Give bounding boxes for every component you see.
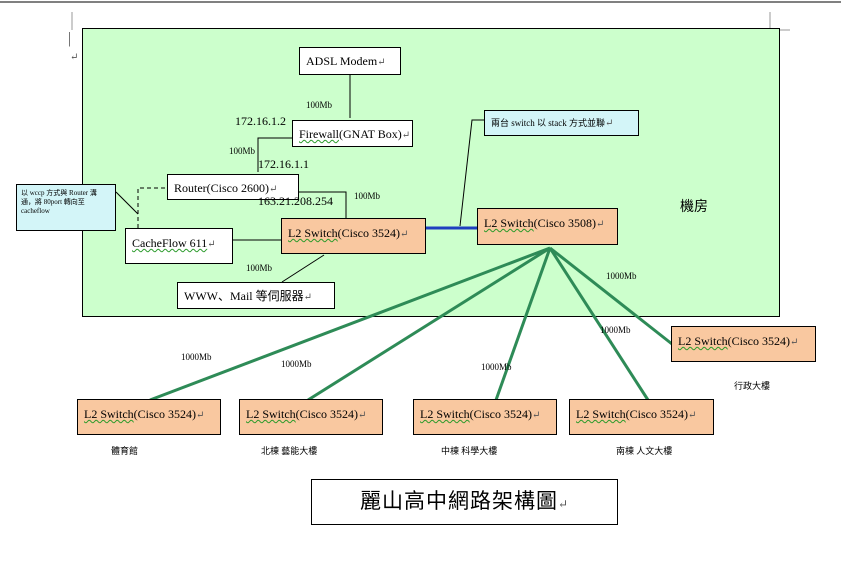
building-label-b4: 南棟 人文大樓 (616, 446, 673, 456)
router-node[interactable]: Router(Cisco 2600)↵ (167, 174, 299, 200)
www-mail-server-label: WWW、Mail 等伺服器 (184, 289, 304, 303)
stack-callout: 兩台 switch 以 stack 方式並聯↵ (484, 110, 639, 136)
paragraph-mark: ↵ (790, 337, 799, 348)
adsl-modem-node[interactable]: ADSL Modem↵ (299, 47, 401, 75)
link-firewall-router (257, 137, 300, 172)
paragraph-mark: ↵ (532, 410, 541, 421)
link-label-to-b1: 1000Mb (181, 352, 212, 362)
link-l2core-www (281, 254, 325, 283)
link-label-to-b4: 1000Mb (600, 325, 631, 335)
l2-switch-b4[interactable]: L2 Switch(Cisco 3524)↵ (569, 399, 714, 435)
paragraph-mark: ↵ (605, 118, 614, 129)
building-label-b1: 體育館 (111, 446, 139, 456)
wccp-callout-line-3: cacheflow (21, 207, 50, 216)
paragraph-mark: ↵ (377, 57, 386, 68)
link-label-to-admin: 1000Mb (606, 271, 637, 281)
link-cacheflow-router (137, 187, 168, 228)
www-mail-server-node[interactable]: WWW、Mail 等伺服器↵ (177, 282, 335, 309)
paragraph-mark: ↵ (401, 130, 411, 141)
link-core-b1 (149, 246, 551, 402)
text-cursor[interactable]: | (68, 30, 72, 47)
paragraph-mark: ↵ (400, 229, 409, 240)
l2-switch-label: L2 Switch (84, 407, 134, 421)
link-core-b2 (307, 246, 551, 402)
switch-model-label: (Cisco 3524) (469, 407, 532, 421)
link-label-adsl-firewall: 100Mb (306, 100, 333, 110)
l2-switch-b1[interactable]: L2 Switch(Cisco 3524)↵ (77, 399, 221, 435)
adsl-modem-label: ADSL Modem (306, 54, 378, 68)
paragraph-mark: ↵ (303, 292, 313, 303)
l2-switch-b3[interactable]: L2 Switch(Cisco 3524)↵ (413, 399, 557, 435)
wccp-callout-pointer (115, 191, 139, 215)
paragraph-mark: ↵ (596, 219, 605, 230)
cacheflow-node[interactable]: CacheFlow 611↵ (125, 228, 233, 264)
firewall-node[interactable]: Firewall(GNAT Box)↵ (292, 120, 413, 147)
machine-room-label: 機房 (680, 200, 708, 215)
diagram-title-text: 麗山高中網路架構圖 (359, 489, 558, 513)
link-label-firewall-router: 100Mb (229, 146, 256, 156)
l2-switch-core-3524[interactable]: L2 Switch(Cisco 3524)↵ (281, 218, 426, 254)
link-label-to-b3: 1000Mb (481, 362, 512, 372)
switch-model-label: (Cisco 3524) (625, 407, 688, 421)
diagram-title: 麗山高中網路架構圖↵ (311, 479, 618, 525)
router-label: Router(Cisco 2600) (174, 181, 269, 195)
firewall-model-label: (GNAT Box) (339, 127, 402, 141)
paragraph-mark: ↵ (557, 497, 570, 511)
l2-switch-b2[interactable]: L2 Switch(Cisco 3524)↵ (239, 399, 383, 435)
switch-model-label: (Cisco 3524) (295, 407, 358, 421)
paragraph-mark: ↵ (269, 184, 278, 195)
machine-room-area (82, 28, 780, 317)
l2-switch-label: L2 Switch (678, 334, 728, 348)
link-core-b3 (494, 247, 552, 401)
firewall-label: Firewall (299, 127, 339, 141)
cacheflow-label: CacheFlow 611 (132, 236, 208, 250)
stack-callout-text: 兩台 switch 以 stack 方式並聯 (491, 118, 605, 128)
paragraph-mark: ↵ (70, 52, 79, 63)
wccp-callout: 以 wccp 方式與 Router 溝 通，將 80port 轉向至 cache… (16, 184, 116, 231)
ip-label-router-inside: 172.16.1.1 (258, 157, 309, 171)
l2-switch-label: L2 Switch (420, 407, 470, 421)
link-core-b4 (548, 247, 650, 401)
l2-switch-label: L2 Switch (288, 226, 338, 240)
switch-model-label: (Cisco 3508) (533, 216, 596, 230)
l2-switch-core-3508[interactable]: L2 Switch(Cisco 3508)↵ (477, 208, 618, 245)
switch-model-label: (Cisco 3524) (337, 226, 400, 240)
building-label-admin: 行政大樓 (734, 381, 771, 391)
building-label-b2: 北棟 藝能大樓 (261, 446, 318, 456)
wccp-callout-line-1: 以 wccp 方式與 Router 溝 (21, 189, 97, 197)
paragraph-mark: ↵ (688, 410, 697, 421)
l2-switch-label: L2 Switch (246, 407, 296, 421)
l2-switch-label: L2 Switch (484, 216, 534, 230)
link-core-admin (549, 246, 673, 346)
ip-label-firewall-outside: 172.16.1.2 (235, 114, 286, 128)
link-label-router-l2: 100Mb (354, 191, 381, 201)
l2-switch-label: L2 Switch (576, 407, 626, 421)
link-label-l2-www: 100Mb (246, 263, 273, 273)
stack-callout-pointer (459, 119, 484, 227)
paragraph-mark: ↵ (207, 239, 216, 250)
switch-model-label: (Cisco 3524) (727, 334, 790, 348)
ip-label-public: 163.21.208.254 (258, 194, 333, 208)
building-label-b3: 中棟 科學大樓 (441, 446, 498, 456)
link-label-to-b2: 1000Mb (281, 359, 312, 369)
paragraph-mark: ↵ (358, 410, 367, 421)
switch-model-label: (Cisco 3524) (133, 407, 196, 421)
l2-switch-admin[interactable]: L2 Switch(Cisco 3524)↵ (671, 326, 816, 362)
wccp-callout-line-2: 通，將 80port 轉向至 (21, 198, 85, 207)
paragraph-mark: ↵ (196, 410, 205, 421)
